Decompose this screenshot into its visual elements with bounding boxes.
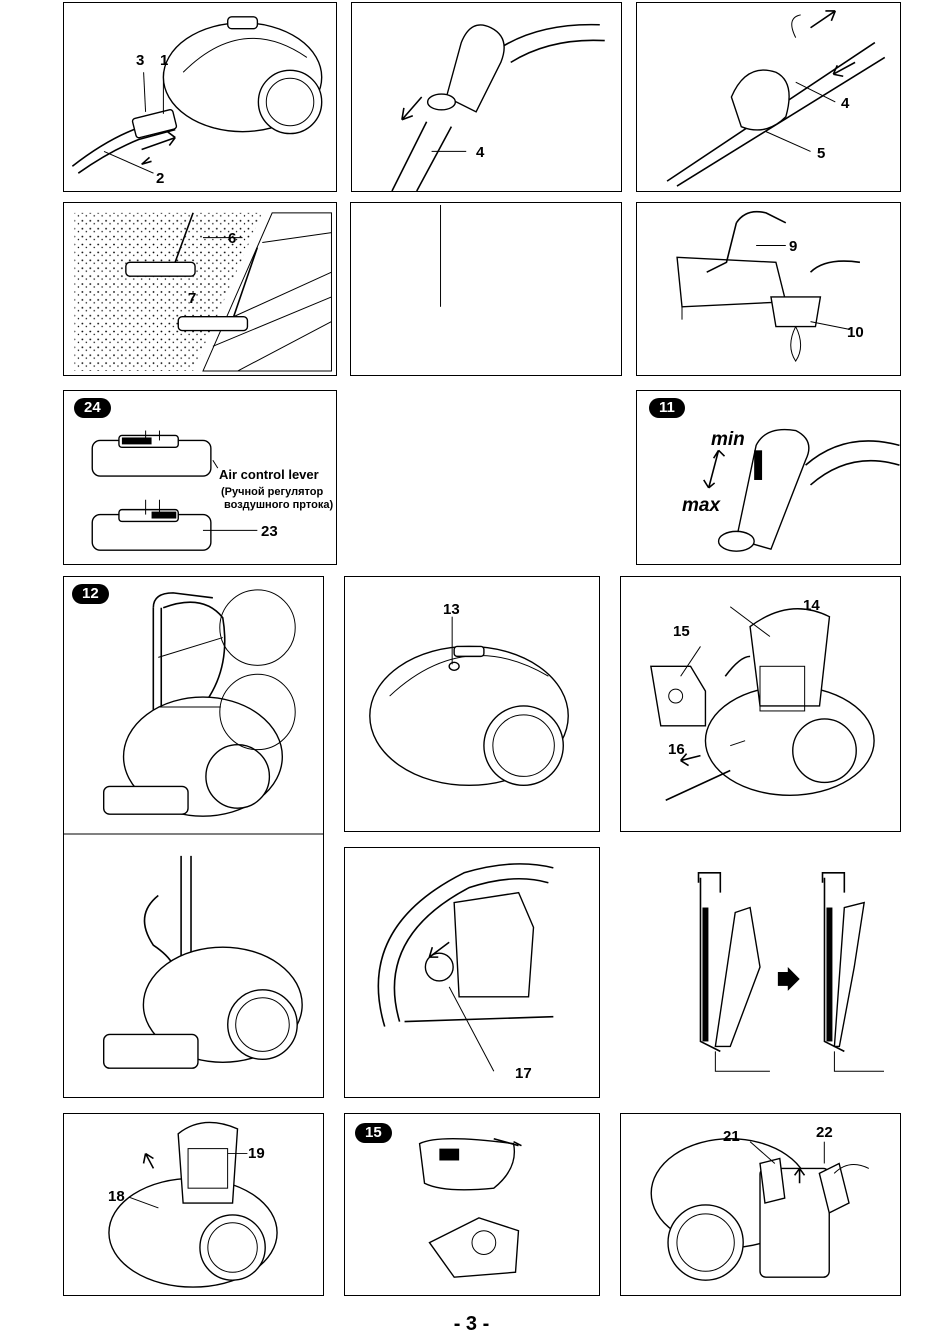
floor-nozzle-carpet-tiles-illustration [64, 203, 336, 375]
part-label-3: 3 [136, 53, 144, 68]
page-number: - 3 - [0, 1313, 943, 1336]
figure-panel-telescopic-tube: 4 5 [636, 2, 901, 192]
part-label-1: 1 [160, 53, 168, 68]
figure-panel-suction-regulator: 11 min max [636, 390, 901, 565]
figure-number-badge: 12 [72, 584, 109, 604]
figure-panel-bag-insert-steps [620, 847, 901, 1098]
figure-panel-hose-connection: 3 1 2 [63, 2, 337, 192]
part-label-6: 6 [228, 231, 236, 246]
part-label-17: 17 [515, 1066, 532, 1081]
min-label: min [711, 429, 745, 451]
part-label-5: 5 [817, 146, 825, 161]
figure-panel-storage-position: 12 [63, 576, 324, 1098]
part-label-18: 18 [108, 1189, 125, 1204]
air-control-lever-caption-ru-2: воздушного пртока) [224, 499, 333, 511]
vacuum-body-indicator-illustration [345, 577, 599, 831]
part-label-19: 19 [248, 1146, 265, 1161]
part-label-14: 14 [803, 598, 820, 613]
part-label-22: 22 [816, 1125, 833, 1140]
part-label-10: 10 [847, 325, 864, 340]
figure-panel-bag-indicator: 13 [344, 576, 600, 832]
part-label-2: 2 [156, 171, 164, 186]
figure-panel-bag-holder: 17 [344, 847, 600, 1098]
part-label-13: 13 [443, 602, 460, 617]
figure-number-badge: 24 [74, 398, 111, 418]
air-control-lever-caption-ru-1: (Ручной регулятор [221, 486, 323, 498]
air-control-lever-caption: Air control lever [219, 467, 319, 482]
figure-panel-filter-replacement: 21 22 [620, 1113, 901, 1296]
vacuum-storage-position-illustration [64, 577, 323, 1097]
figure-number-badge: 15 [355, 1123, 392, 1143]
figure-panel-floor-nozzle: 6 7 [63, 202, 337, 376]
dust-bag-compartment-illustration [621, 577, 900, 831]
figure-panel-air-control-lever: 24 Air control lever (Ручной регулятор в… [63, 390, 337, 565]
part-label-4: 4 [841, 96, 849, 111]
bag-holder-closeup-illustration [345, 848, 599, 1097]
part-label-7: 7 [188, 291, 196, 306]
vacuum-hose-connection-illustration [64, 3, 336, 191]
telescopic-tube-illustration [637, 3, 900, 191]
figure-panel-dust-bag: 15 [344, 1113, 600, 1296]
figure-panel-attachments: 9 10 [636, 202, 901, 376]
bag-insertion-steps-illustration [621, 848, 900, 1097]
part-label-21: 21 [723, 1129, 740, 1144]
figure-panel-handle-tube: 4 [351, 2, 622, 192]
part-label-16: 16 [668, 742, 685, 757]
part-label-9: 9 [789, 239, 797, 254]
blank-panel-divider [351, 203, 621, 375]
figure-panel-cover-release: 19 18 [63, 1113, 324, 1296]
figure-panel-dust-bag-removal: 14 15 16 [620, 576, 901, 832]
part-label-4: 4 [476, 145, 484, 160]
handle-tube-illustration [352, 3, 621, 191]
cover-release-illustration [64, 1114, 323, 1295]
figure-number-badge: 11 [649, 398, 685, 418]
filter-replacement-illustration [621, 1114, 900, 1295]
part-label-23: 23 [261, 524, 278, 539]
max-label: max [682, 495, 720, 517]
figure-panel-blank [350, 202, 622, 376]
sofa-lamp-attachments-illustration [637, 203, 900, 375]
part-label-15: 15 [673, 624, 690, 639]
